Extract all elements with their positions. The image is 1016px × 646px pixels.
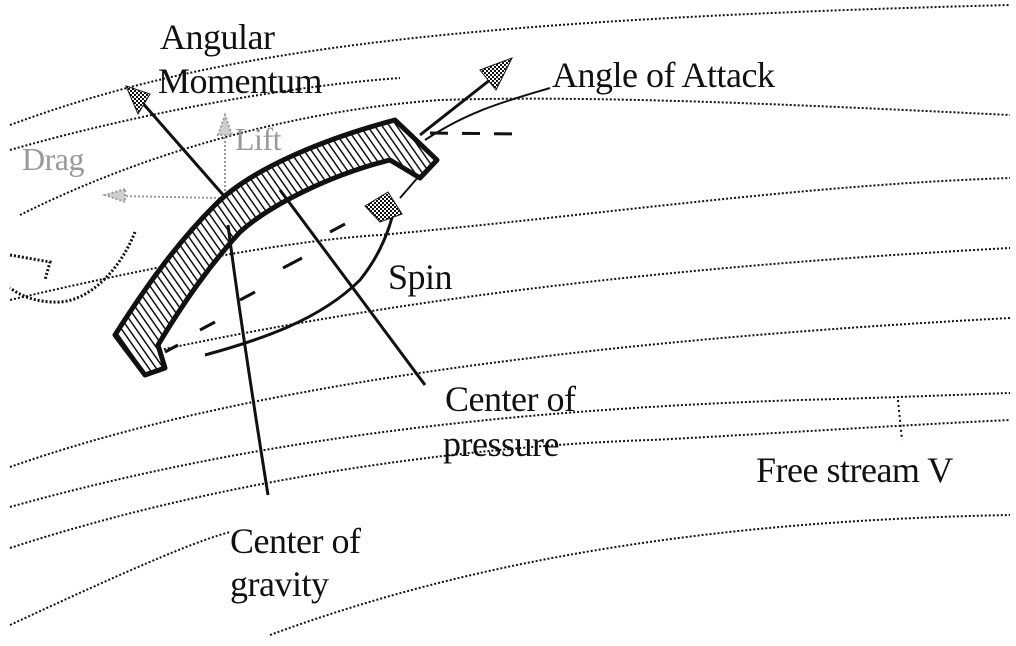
free-stream-leader <box>897 399 903 441</box>
label-center-of-pressure-2: pressure <box>443 424 559 464</box>
label-center-of-pressure-1: Center of <box>445 379 576 419</box>
arrowhead-icon <box>364 191 403 223</box>
drag-arrow <box>101 187 221 204</box>
label-spin: Spin <box>388 257 453 297</box>
label-drag: Drag <box>22 141 84 177</box>
streamline <box>9 392 1011 508</box>
incoming-flow-arrow <box>9 231 137 304</box>
streamline <box>9 419 1011 549</box>
label-center-of-gravity-2: gravity <box>230 564 329 604</box>
lift-arrow <box>216 111 234 195</box>
label-center-of-gravity-1: Center of <box>230 521 361 561</box>
streamline <box>19 97 1011 216</box>
disc-underside-dashes <box>164 222 346 354</box>
streamline <box>9 177 1011 301</box>
streamline <box>9 4 1011 126</box>
center-of-pressure-leader <box>278 189 427 386</box>
label-momentum: Momentum <box>158 61 323 101</box>
label-lift: Lift <box>235 121 281 157</box>
streamline <box>269 514 1011 636</box>
velocity-arrow <box>419 57 551 141</box>
label-angle-of-attack: Angle of Attack <box>552 55 775 95</box>
center-of-gravity-leader <box>226 224 270 496</box>
disc-cross-section <box>112 117 440 378</box>
label-angular: Angular <box>160 17 275 57</box>
streamline <box>9 531 231 626</box>
spin-arrow <box>204 174 421 357</box>
streamline <box>159 247 1011 351</box>
label-free-stream: Free stream V <box>756 450 953 490</box>
streamlines <box>9 4 1011 636</box>
arrowhead-icon <box>125 85 151 116</box>
angular-momentum-arrow <box>125 85 234 206</box>
arrowhead-icon <box>479 57 514 91</box>
